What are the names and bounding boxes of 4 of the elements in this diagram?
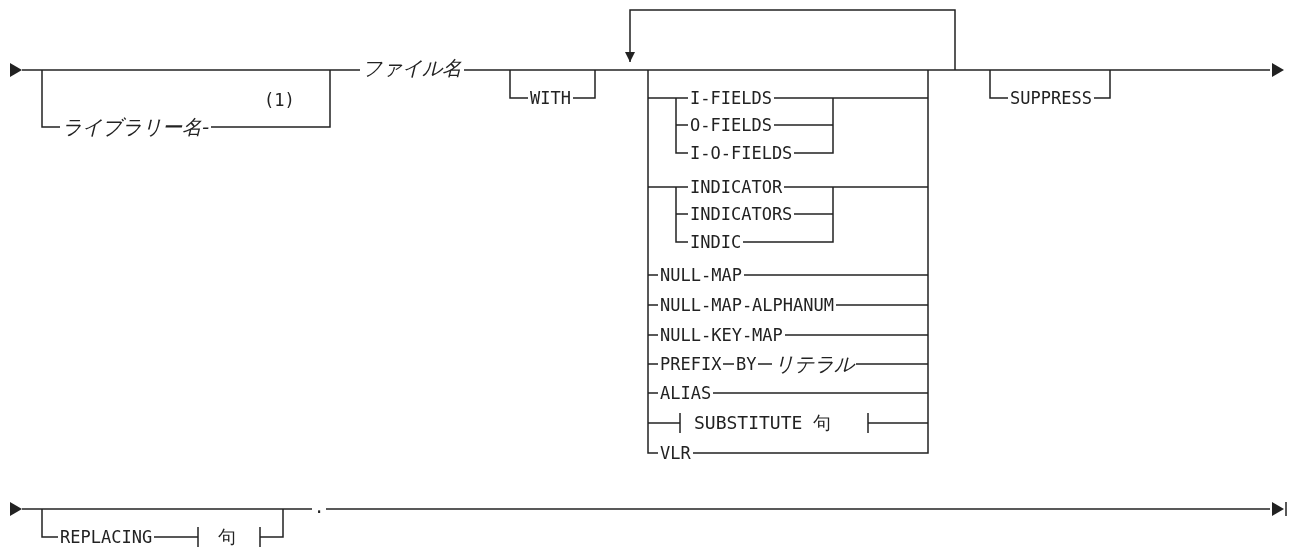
- syntax-fragment-name: 句: [216, 526, 238, 548]
- variable-name: ライブラリー名-: [60, 116, 212, 138]
- variable-name: リテラル: [772, 353, 856, 375]
- variable-name: ファイル名: [360, 57, 464, 79]
